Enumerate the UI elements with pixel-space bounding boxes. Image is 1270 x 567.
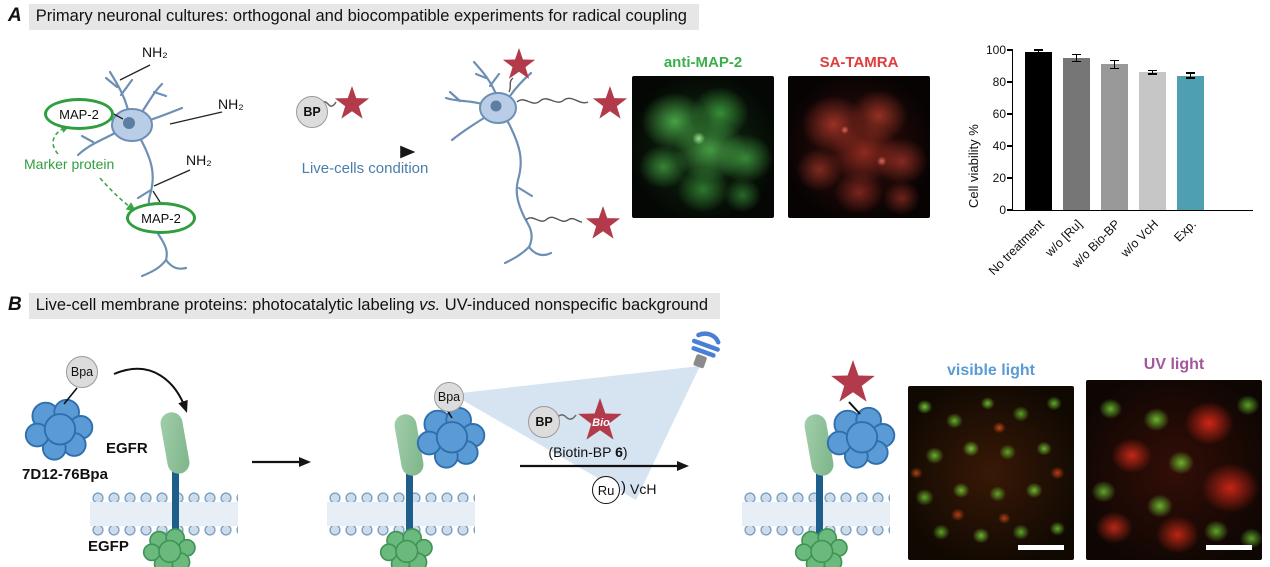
bp-catalyst-circle: BP: [528, 406, 560, 438]
nh2-pointer-lines: [119, 64, 223, 187]
map2-tag: MAP-2: [126, 202, 196, 234]
neuron-nucleus: [123, 117, 135, 129]
y-tick-label: 60: [992, 107, 1006, 121]
bp-catalyst-circle: BP: [296, 96, 328, 128]
bpa-stick: [63, 387, 78, 405]
egfp-blob: [794, 528, 848, 567]
viability-bar: [1025, 51, 1052, 210]
egfp-label: EGFP: [88, 538, 129, 555]
micrograph-sa-tamra: [788, 76, 930, 218]
y-tick-label: 100: [985, 43, 1006, 57]
viability-bar: [1177, 75, 1204, 210]
error-bar: [1108, 59, 1122, 70]
error-bar: [1032, 49, 1046, 54]
viability-bar: [1101, 64, 1128, 210]
micrograph-label-anti-map2: anti-MAP-2: [663, 54, 743, 71]
panel-a-title: Primary neuronal cultures: orthogonal an…: [28, 4, 699, 30]
y-tick-mark: [1007, 209, 1013, 211]
y-tick-mark: [1007, 145, 1013, 147]
tamra-star-icon: [592, 86, 628, 119]
bpa-stick: [848, 401, 861, 415]
neuron-nucleus-2: [490, 100, 502, 112]
micrograph-label-visible-light: visible light: [946, 362, 1035, 379]
bpa-circle: Bpa: [66, 356, 98, 388]
binding-arrow: [113, 368, 188, 413]
bar-group: w/o [Ru]: [1043, 50, 1090, 259]
marker-protein-label: Marker protein: [24, 156, 115, 172]
panel-a-header: A Primary neuronal cultures: orthogonal …: [8, 4, 699, 30]
panel-b-title-vs: vs.: [419, 296, 441, 314]
biotin-bp-number: 6: [615, 444, 623, 460]
lipid-bilayer: [327, 490, 475, 538]
error-bar: [1146, 70, 1160, 75]
star-squiggles: [508, 77, 589, 223]
ru-paren: ): [621, 479, 626, 496]
egfr-transmembrane: [172, 462, 179, 540]
ru-catalyst-circle: Ru: [592, 476, 620, 504]
egfp-blob: [379, 528, 433, 567]
bpa-circle: Bpa: [434, 382, 464, 412]
panel-b-header: B Live-cell membrane proteins: photocata…: [8, 293, 721, 319]
y-tick-label: 0: [999, 203, 1006, 217]
micrograph-uv-light: [1086, 380, 1262, 560]
tamra-star-icon: [585, 206, 621, 239]
y-tick-mark: [1007, 113, 1013, 115]
bar-group: w/o VcH: [1118, 50, 1166, 260]
biotin-star-icon: [831, 360, 875, 402]
vch-label: VcH: [630, 481, 657, 497]
lipid-bilayer: [90, 490, 238, 538]
bar-group: No treatment: [986, 49, 1052, 278]
micrograph-label-uv-light: UV light: [1143, 356, 1205, 373]
micrograph-anti-map2: [632, 76, 774, 218]
biotin-bp-post: ): [622, 444, 628, 460]
y-tick-mark: [1007, 49, 1013, 51]
panel-b-title-pre: Live-cell membrane proteins: photocataly…: [35, 296, 420, 314]
biotin-bp-pre: (Biotin-BP: [548, 444, 616, 460]
micrograph-visible-light: [908, 386, 1074, 560]
panel-b-title: Live-cell membrane proteins: photocataly…: [28, 293, 721, 319]
light-beam: [452, 366, 700, 500]
nanobody-name-label: 7D12-76Bpa: [22, 466, 108, 483]
bar-group: Exp.: [1171, 50, 1204, 245]
scale-bar: [1206, 545, 1252, 550]
y-tick-label: 20: [992, 171, 1006, 185]
egfr-label: EGFR: [106, 440, 148, 457]
panel-a-letter: A: [8, 5, 22, 26]
error-bar: [1070, 54, 1084, 62]
y-tick-mark: [1007, 81, 1013, 83]
neuron-after: [444, 60, 553, 265]
tamra-star-icon: [334, 86, 370, 119]
viability-bar: [1063, 58, 1090, 210]
biotin-bp-label: (Biotin-BP 6): [518, 444, 658, 460]
nanobody-blob: [826, 406, 896, 469]
panel-b-scheme: Bio: [24, 331, 896, 567]
panel-b-title-post: UV-induced nonspecific background: [440, 296, 709, 314]
nh2-label: NH₂: [186, 152, 212, 168]
viability-bar: [1139, 72, 1166, 210]
scale-bar: [1018, 545, 1064, 550]
error-bar: [1184, 72, 1198, 80]
egfp-blob: [142, 528, 196, 567]
y-tick-label: 40: [992, 139, 1006, 153]
y-tick-mark: [1007, 177, 1013, 179]
bar-group: w/o Bio-BP: [1069, 50, 1128, 271]
egfr-transmembrane: [816, 464, 823, 542]
chart-y-axis-label: Cell viability %: [966, 124, 981, 208]
nh2-label: NH₂: [218, 96, 244, 112]
micrograph-label-sa-tamra: SA-TAMRA: [819, 54, 899, 71]
cfl-lamp-icon: [691, 331, 721, 369]
panel-b-letter: B: [8, 294, 22, 315]
egfr-transmembrane: [406, 464, 413, 542]
map2-tag: MAP-2: [44, 98, 114, 130]
nh2-label: NH₂: [142, 44, 168, 60]
y-tick-label: 80: [992, 75, 1006, 89]
bio-star-label: Bio: [592, 417, 610, 429]
nanobody-blob: [24, 398, 94, 461]
reaction-condition-label: Live-cells condition: [301, 160, 429, 177]
